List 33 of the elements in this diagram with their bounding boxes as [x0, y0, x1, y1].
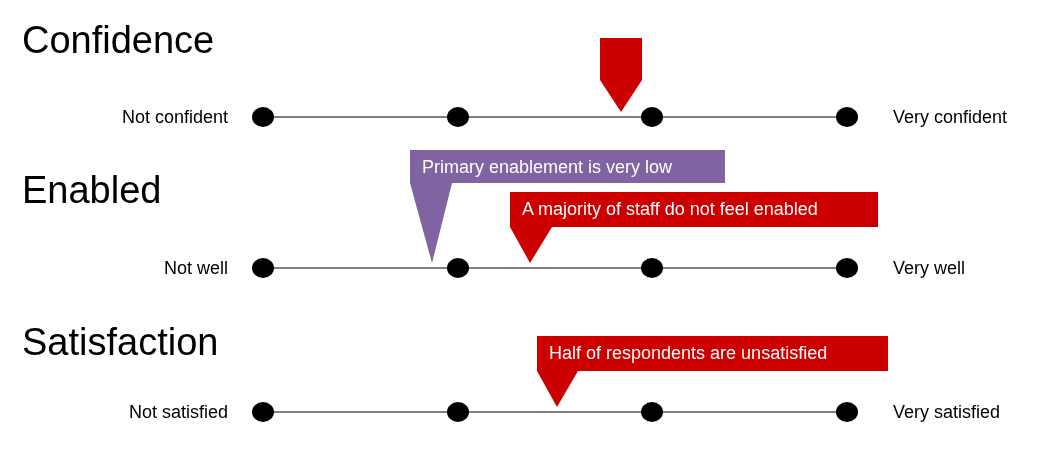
- scale-line: [273, 116, 448, 118]
- callout-text: Half of respondents are unsatisfied: [549, 342, 828, 364]
- scale-line: [662, 411, 837, 413]
- callout-text: A majority of staff do not feel enabled: [522, 198, 818, 220]
- scale-point: [252, 402, 274, 422]
- scale-line: [468, 267, 642, 269]
- scale-line: [662, 116, 837, 118]
- scale-point: [641, 258, 663, 278]
- scale-point: [447, 107, 469, 127]
- callout-text: Primary enablement is very low: [422, 156, 673, 178]
- scale-point: [447, 402, 469, 422]
- scale-point: [836, 258, 858, 278]
- scale-line: [468, 411, 642, 413]
- scale-heading: Enabled: [22, 168, 162, 212]
- scale-point: [447, 258, 469, 278]
- scale-line: [273, 411, 448, 413]
- scale-line: [468, 116, 642, 118]
- scale-end-label: Very well: [893, 257, 966, 279]
- scale-point: [252, 107, 274, 127]
- scale-point: [836, 402, 858, 422]
- scale-point: [836, 107, 858, 127]
- scale-point: [641, 402, 663, 422]
- scale-heading: Satisfaction: [22, 320, 219, 364]
- scale-end-label: Very satisfied: [893, 401, 1001, 423]
- scale-point: [252, 258, 274, 278]
- scale-end-label: Very confident: [893, 106, 1008, 128]
- scale-point: [641, 107, 663, 127]
- scale-heading: Confidence: [22, 18, 215, 62]
- scale-end-label: Not confident: [121, 106, 228, 128]
- scale-end-label: Not well: [163, 257, 228, 279]
- scale-end-label: Not satisfied: [128, 401, 228, 423]
- scale-line: [273, 267, 448, 269]
- scale-line: [662, 267, 837, 269]
